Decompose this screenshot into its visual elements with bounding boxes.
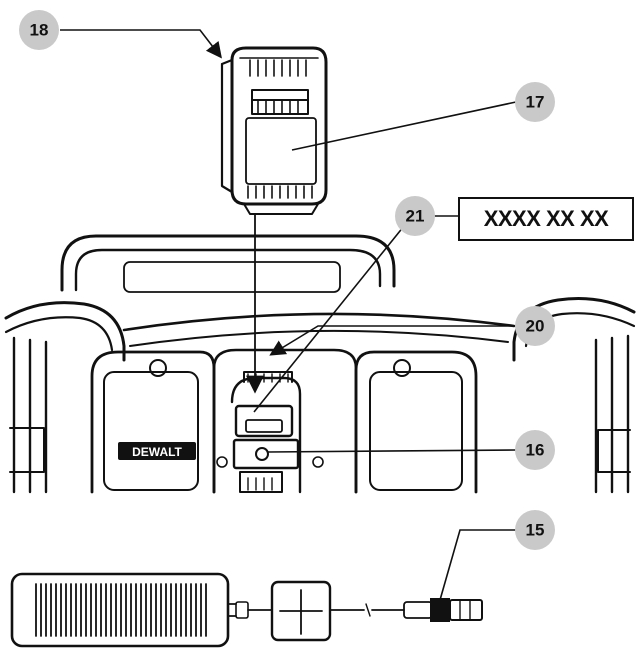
power-adapter-illustration bbox=[10, 572, 483, 648]
callout-17-label: 17 bbox=[526, 93, 545, 112]
callout-21: 21 bbox=[395, 196, 435, 236]
callout-16-label: 16 bbox=[526, 441, 545, 460]
date-code-text: XXXX XX XX bbox=[483, 206, 609, 231]
callout-16: 16 bbox=[515, 430, 555, 470]
callout-18-label: 18 bbox=[30, 21, 49, 40]
callout-15-label: 15 bbox=[526, 521, 545, 540]
brand-badge-plate bbox=[118, 442, 196, 460]
callout-20: 20 bbox=[515, 306, 555, 346]
callout-17: 17 bbox=[515, 82, 555, 122]
brand-badge: DEWALT bbox=[132, 445, 182, 459]
callout-21-label: 21 bbox=[406, 207, 425, 226]
callout-15: 15 bbox=[515, 510, 555, 550]
battery-pack-illustration bbox=[220, 46, 328, 215]
callout-20-label: 20 bbox=[526, 317, 545, 336]
date-code-box: XXXX XX XX bbox=[458, 197, 634, 241]
callout-18: 18 bbox=[19, 10, 59, 50]
leader-lines bbox=[60, 29, 517, 601]
radio-illustration bbox=[4, 234, 636, 494]
